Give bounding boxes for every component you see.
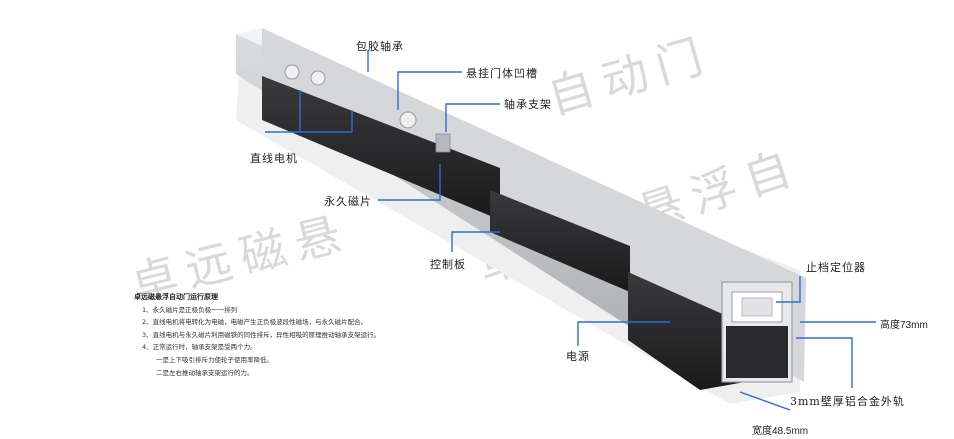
principle-subitem: 二是左右推动轴承支架运行的力。	[156, 368, 254, 377]
leader-hanging-groove	[397, 71, 462, 110]
leader-end-stop	[776, 276, 801, 303]
label-rubber-bearing: 包胶轴承	[356, 40, 404, 53]
label-shell: 3mm壁厚铝合金外轨	[790, 395, 905, 408]
label-linear-motor: 直线电机	[250, 152, 298, 165]
label-height: 高度73mm	[880, 320, 928, 331]
leader-width	[739, 391, 791, 411]
control-board-block	[490, 190, 630, 292]
end-profile-lower	[726, 326, 788, 378]
label-control-board: 控制板	[430, 258, 466, 271]
principle-item: 3、直线电机与永久磁片利用磁铁的同性排斥，异性相吸的原理推动轴承支架运行。	[142, 330, 381, 339]
label-permanent-magnet: 永久磁片	[324, 195, 372, 208]
label-power-supply: 电源	[566, 350, 590, 363]
label-end-stop: 止档定位器	[806, 261, 866, 274]
bearing-wheel-2	[310, 70, 326, 86]
label-width: 宽度48.5mm	[752, 426, 809, 437]
principle-item: 2、直线电机将电转化为电磁，电磁产生正负极波段性磁场，与永久磁片配合。	[142, 318, 368, 327]
bearing-bracket-part	[435, 133, 451, 153]
label-hanging-groove: 悬挂门体凹槽	[466, 67, 538, 80]
principle-title: 卓远磁悬浮自动门运行原理	[134, 293, 218, 301]
bearing-wheel-3	[399, 111, 417, 129]
label-bearing-bracket: 轴承支架	[504, 98, 552, 111]
operating-principle: 卓远磁悬浮自动门运行原理 1、永久磁片是正极负极一一排列 2、直线电机将电转化为…	[134, 291, 464, 379]
leader-power-supply	[577, 321, 670, 346]
leader-control-board	[451, 231, 500, 252]
leader-bearing-bracket	[445, 103, 500, 132]
principle-item: 1、永久磁片是正极负极一一排列	[142, 305, 238, 314]
bearing-wheel-1	[284, 64, 300, 80]
principle-subitem: 一是上下吸引排斥力使轮子使用率降低。	[156, 355, 273, 364]
end-profile-slot	[741, 297, 773, 317]
leader-shell	[796, 337, 853, 388]
leader-permanent-magnet	[378, 164, 441, 201]
principle-item: 4、正常运行时，轴承支架是受两个力。	[142, 343, 257, 352]
leader-linear-motor	[265, 90, 353, 133]
